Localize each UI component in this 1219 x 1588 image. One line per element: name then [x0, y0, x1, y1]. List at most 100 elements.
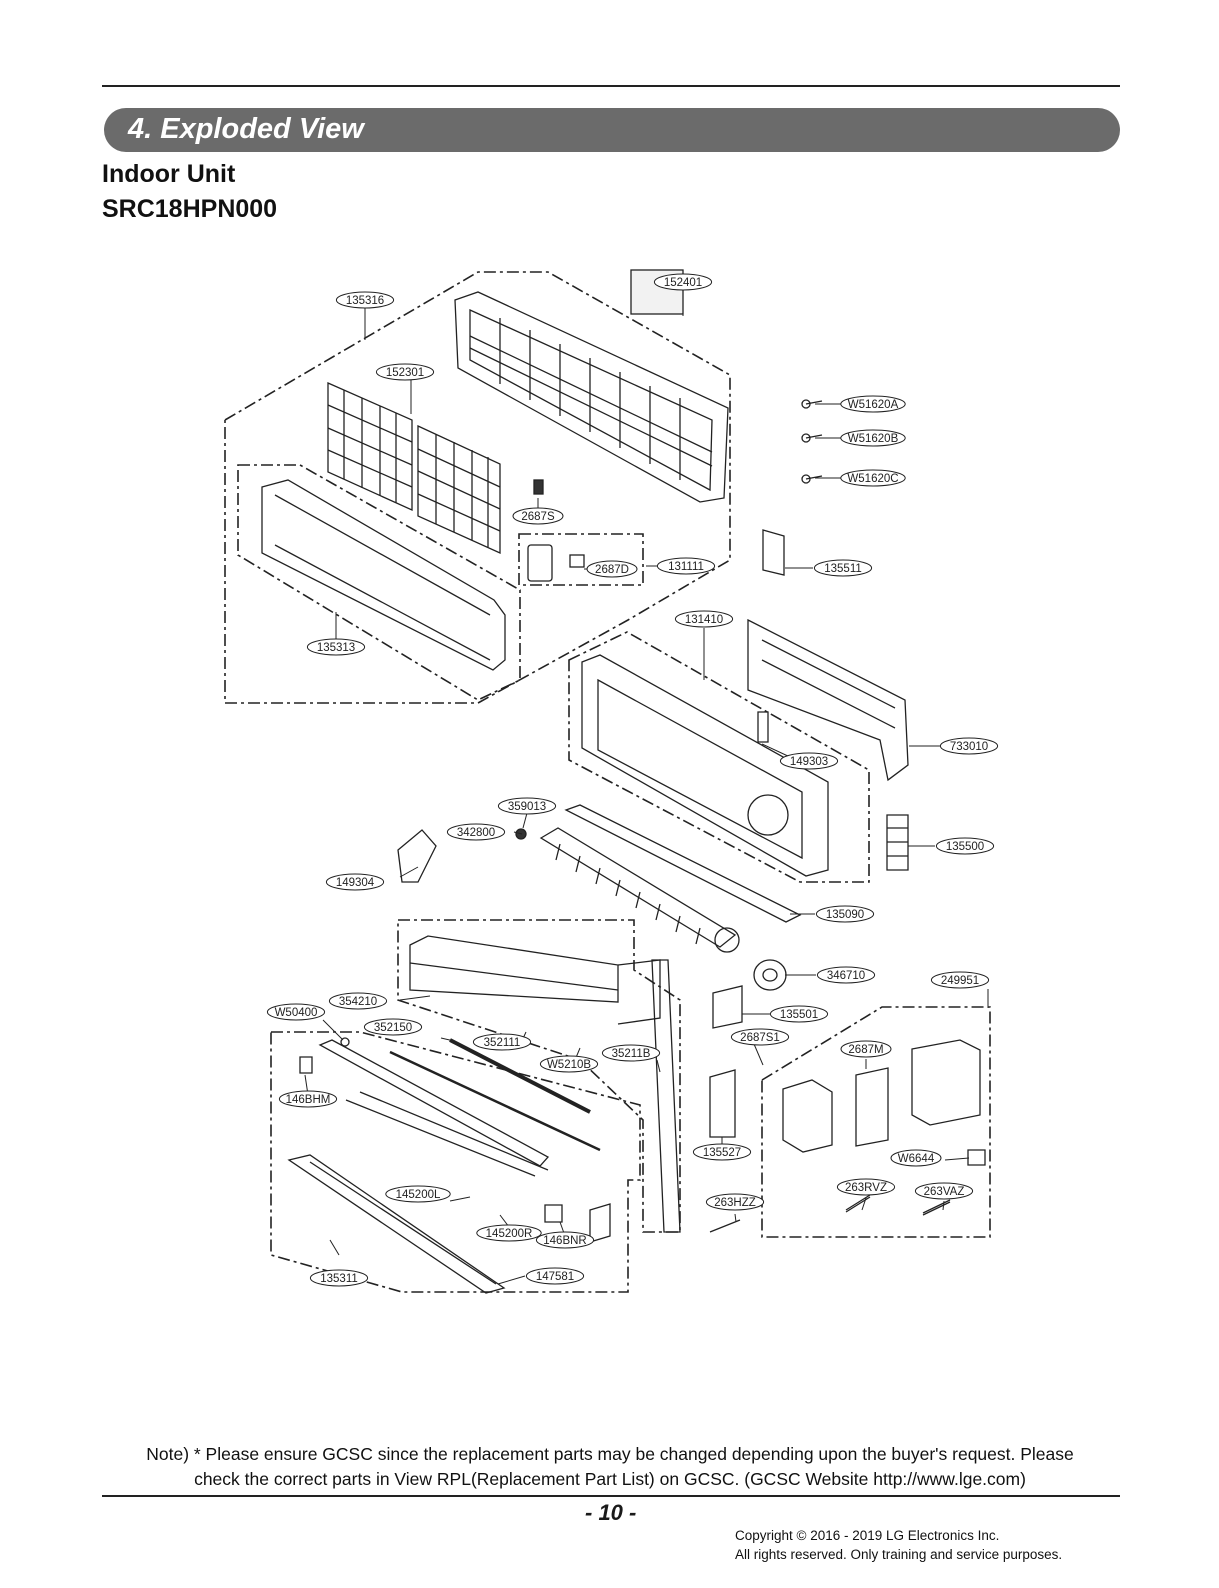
callout-135511: 135511: [813, 559, 873, 577]
motor-cover-135501-part: [712, 985, 743, 1029]
part-number-label: 263VAZ: [924, 1186, 965, 1198]
top-rule: [102, 85, 1120, 87]
callout-135316: 135316: [335, 291, 395, 309]
callout-W50400: W50400: [266, 1003, 326, 1021]
callout-bubble: [840, 395, 906, 413]
vane-part: [287, 1154, 506, 1294]
callout-bubble: [375, 363, 435, 381]
callout-145200L: 145200L: [385, 1185, 451, 1203]
callout-bubble: [328, 992, 388, 1010]
callout-bubble: [815, 905, 875, 923]
step-motor-146BNR-part: [544, 1204, 563, 1223]
callout-352150: 352150: [363, 1018, 423, 1036]
part-number-label: 149304: [336, 877, 375, 889]
installation-plate-part: [747, 618, 909, 782]
part-number-label: 342800: [457, 827, 495, 839]
part-number-label: 346710: [827, 970, 865, 982]
callout-bubble: [816, 966, 876, 984]
part-number-label: 352111: [484, 1037, 521, 1049]
part-number-label: 145200R: [486, 1228, 533, 1240]
callout-W51620A: W51620A: [840, 395, 906, 413]
sensor-2687S-part: [533, 479, 544, 495]
callout-bubble: [446, 823, 506, 841]
callout-bubble: [730, 1028, 790, 1046]
bracket-146BHM-part: [299, 1056, 313, 1074]
part-number-label: 135090: [826, 909, 864, 921]
callout-152301: 152301: [375, 363, 435, 381]
louver-group-boundary: [270, 1031, 641, 1293]
clip-W50400-part: [340, 1037, 350, 1047]
callout-354210: 354210: [328, 992, 388, 1010]
callout-bubble: [525, 1267, 585, 1285]
callout-135500: 135500: [935, 837, 995, 855]
callout-W5210B: W5210B: [539, 1055, 599, 1073]
part-number-label: 352150: [374, 1022, 412, 1034]
part-number-label: W5210B: [547, 1059, 591, 1071]
front-panel-group-boundary: [224, 271, 731, 704]
callout-bubble: [306, 638, 366, 656]
callout-bubble: [939, 737, 999, 755]
front-grille-part: [454, 291, 729, 503]
callout-bubble: [497, 797, 557, 815]
pcb-holder-part: [589, 1203, 611, 1243]
cover-135527-part: [709, 1069, 736, 1138]
callout-bubble: [836, 1178, 896, 1196]
part-number-label: W51620A: [848, 399, 899, 411]
part-number-label: 35211B: [612, 1048, 651, 1060]
callout-35211B: 35211B: [601, 1044, 661, 1062]
part-number-label: 135511: [824, 563, 862, 575]
callout-bubble: [539, 1055, 599, 1073]
callout-bubble: [656, 557, 716, 575]
part-number-label: 135316: [346, 295, 384, 307]
group-boundaries: [224, 271, 991, 1293]
pcb-cover-part: [782, 1079, 833, 1153]
part-number-label: 135527: [703, 1147, 741, 1159]
grille-135500-part: [886, 814, 909, 871]
pcb-2687M-part: [855, 1067, 889, 1147]
callout-bubble: [325, 873, 385, 891]
callout-146BNR: 146BNR: [535, 1231, 595, 1249]
callout-149303: 149303: [779, 752, 839, 770]
part-number-label: W6644: [898, 1153, 935, 1165]
display-group-boundary: [518, 533, 644, 586]
callout-bubble: [935, 837, 995, 855]
callout-bubble: [278, 1090, 338, 1108]
part-number-label: 263RVZ: [845, 1182, 887, 1194]
callout-149304: 149304: [325, 873, 385, 891]
holder-149304-part: [397, 829, 437, 883]
callout-346710: 346710: [816, 966, 876, 984]
callout-bubble: [705, 1193, 765, 1211]
callout-bubble: [779, 752, 839, 770]
control-box-part: [911, 1039, 981, 1126]
callout-W51620C: W51620C: [840, 469, 906, 487]
callout-bubble: [840, 429, 906, 447]
callout-bubble: [335, 291, 395, 309]
sensor-263HZZ-part: [709, 1219, 741, 1233]
page-number: - 10 -: [585, 1500, 637, 1525]
cross-flow-fan-part: [539, 827, 740, 953]
part-callouts: 152401135316152301W51620AW51620BW51620C2…: [266, 273, 999, 1287]
part-number-label: 146BHM: [286, 1094, 331, 1106]
callout-249951: 249951: [930, 971, 990, 989]
callout-bubble: [840, 469, 906, 487]
chassis-group-boundary: [568, 631, 870, 883]
callout-bubble: [512, 507, 564, 525]
drain-135090-part: [564, 804, 802, 923]
bracket-149303-part: [757, 711, 769, 743]
copyright-line-2: All rights reserved. Only training and s…: [735, 1547, 1063, 1562]
callout-135090: 135090: [815, 905, 875, 923]
front-panel-part: [261, 479, 506, 671]
part-number-label: 354210: [339, 996, 377, 1008]
callout-bubble: [385, 1185, 451, 1203]
callout-135527: 135527: [692, 1143, 752, 1161]
callout-bubble: [769, 1005, 829, 1023]
callout-146BHM: 146BHM: [278, 1090, 338, 1108]
part-number-label: 263HZZ: [714, 1197, 756, 1209]
front-grille-group-boundary: [237, 464, 521, 701]
callout-135311: 135311: [309, 1269, 369, 1287]
part-illustrations: [261, 269, 986, 1294]
bracket-135511-part: [762, 529, 785, 576]
part-number-label: 2687S: [521, 511, 555, 523]
sensor-263RVZ-part: [845, 1194, 871, 1213]
copyright: Copyright © 2016 - 2019 LG Electronics I…: [735, 1526, 1062, 1564]
